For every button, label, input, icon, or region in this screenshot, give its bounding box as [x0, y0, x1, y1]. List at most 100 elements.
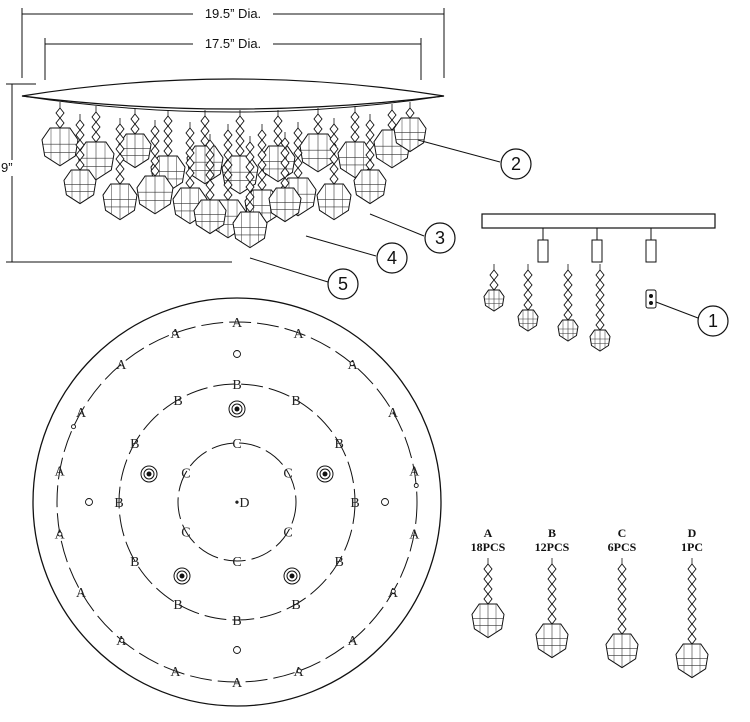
crystal-bead — [163, 135, 173, 147]
crystal-bead — [523, 299, 533, 311]
ring-b — [118, 383, 356, 621]
crystal-ball — [353, 169, 387, 205]
callout-number: 2 — [511, 154, 521, 174]
ring-label-a: A — [409, 527, 420, 542]
ring-label-b: B — [130, 555, 139, 570]
crystal-ball — [471, 603, 505, 639]
crystal-bead — [483, 583, 493, 595]
crystal-ball — [316, 183, 352, 221]
crystal-bead — [273, 115, 283, 127]
crystal-bead — [163, 115, 173, 127]
crystal-bead — [273, 135, 283, 147]
ring-label-c: C — [232, 555, 241, 570]
crystal-bead — [687, 603, 697, 615]
crystal-ball — [232, 211, 268, 249]
crystal-bead — [595, 309, 605, 321]
crystal-bead — [405, 107, 415, 119]
crystal-bead — [350, 111, 360, 123]
crystal-bead — [329, 163, 339, 175]
mounting-plate-detail — [481, 213, 716, 263]
hook-detail — [645, 289, 657, 309]
crystal-bead — [200, 115, 210, 127]
mounting-hole — [233, 646, 241, 654]
crystal-bead — [130, 123, 140, 135]
crystal-ball — [63, 169, 97, 205]
crystal-bead — [563, 309, 573, 321]
crystal-bead — [55, 107, 65, 119]
callout-number: 1 — [708, 311, 718, 331]
crystal-ball — [535, 623, 569, 659]
callout-5: 5 — [249, 257, 359, 300]
outer-diameter-label: 19.5” Dia. — [205, 6, 261, 21]
crystal-strand — [605, 558, 639, 669]
crystal-strand — [353, 114, 387, 205]
crystal-bead — [329, 173, 339, 185]
crystal-bead — [523, 289, 533, 301]
crystal-strand — [535, 558, 569, 659]
crystal-ball — [517, 309, 539, 332]
ring-label-c: C — [232, 437, 241, 452]
crystal-bead — [223, 189, 233, 201]
crystal-bead — [329, 123, 339, 135]
legend-code: B — [548, 526, 556, 540]
crystal-bead — [235, 145, 245, 157]
crystal-bead — [595, 319, 605, 331]
crystal-bead — [547, 583, 557, 595]
mounting-boss — [228, 400, 246, 418]
crystal-strand — [118, 108, 152, 169]
mounting-hole — [413, 483, 419, 488]
mounting-hole — [57, 531, 63, 537]
crystal-bead — [55, 117, 65, 129]
crystal-bead — [115, 163, 125, 175]
crystal-bead — [223, 139, 233, 151]
ring-label-c: C — [283, 467, 292, 482]
mounting-boss — [283, 567, 301, 585]
crystal-bead — [313, 113, 323, 125]
crystal-strand — [675, 558, 709, 679]
crystal-bead — [547, 593, 557, 605]
ring-label-a: A — [232, 676, 243, 691]
crystal-bead — [687, 583, 697, 595]
crystal-bead — [523, 269, 533, 281]
ring-label-d: •D — [234, 496, 249, 511]
ring-label-a: A — [116, 358, 127, 373]
ring-label-b: B — [291, 394, 300, 409]
mounting-hole — [381, 498, 389, 506]
crystal-bead — [115, 173, 125, 185]
crystal-strand — [260, 110, 296, 183]
crystal-strand — [268, 132, 302, 223]
crystal-bead — [687, 563, 697, 575]
mounting-boss — [173, 567, 191, 585]
crystal-ball — [260, 145, 296, 183]
crystal-strand — [232, 136, 268, 249]
crystal-bead — [489, 279, 499, 291]
crystal-ball — [193, 199, 227, 235]
height-label: 9” — [1, 160, 13, 175]
crystal-strand — [589, 264, 611, 352]
crystal-bead — [130, 113, 140, 125]
crystal-bead — [595, 279, 605, 291]
sample-strands — [483, 264, 611, 352]
crystal-strand — [393, 102, 427, 153]
crystal-bead — [687, 593, 697, 605]
dimension-outer: 19.5” Dia. — [21, 5, 445, 78]
crystal-bead — [150, 135, 160, 147]
crystal-ball — [557, 319, 579, 342]
ring-label-b: B — [291, 598, 300, 613]
callout-number: 3 — [435, 228, 445, 248]
ring-label-b: B — [350, 496, 359, 511]
crystal-bead — [257, 179, 267, 191]
crystal-strand — [517, 264, 539, 332]
crystal-bead — [313, 123, 323, 135]
mounting-boss — [140, 465, 158, 483]
callout-4: 4 — [305, 235, 408, 274]
mounting-hole — [172, 330, 178, 336]
crystal-bead — [547, 613, 557, 625]
crystal-bead — [91, 111, 101, 123]
crystal-ball — [136, 175, 174, 215]
crystal-ball — [483, 289, 505, 312]
crystal-ball — [102, 183, 138, 221]
plan-view: AAAAAAAAAAAAAAAAAABBBBBBBBBBBBCCCCCC•D — [32, 297, 442, 707]
